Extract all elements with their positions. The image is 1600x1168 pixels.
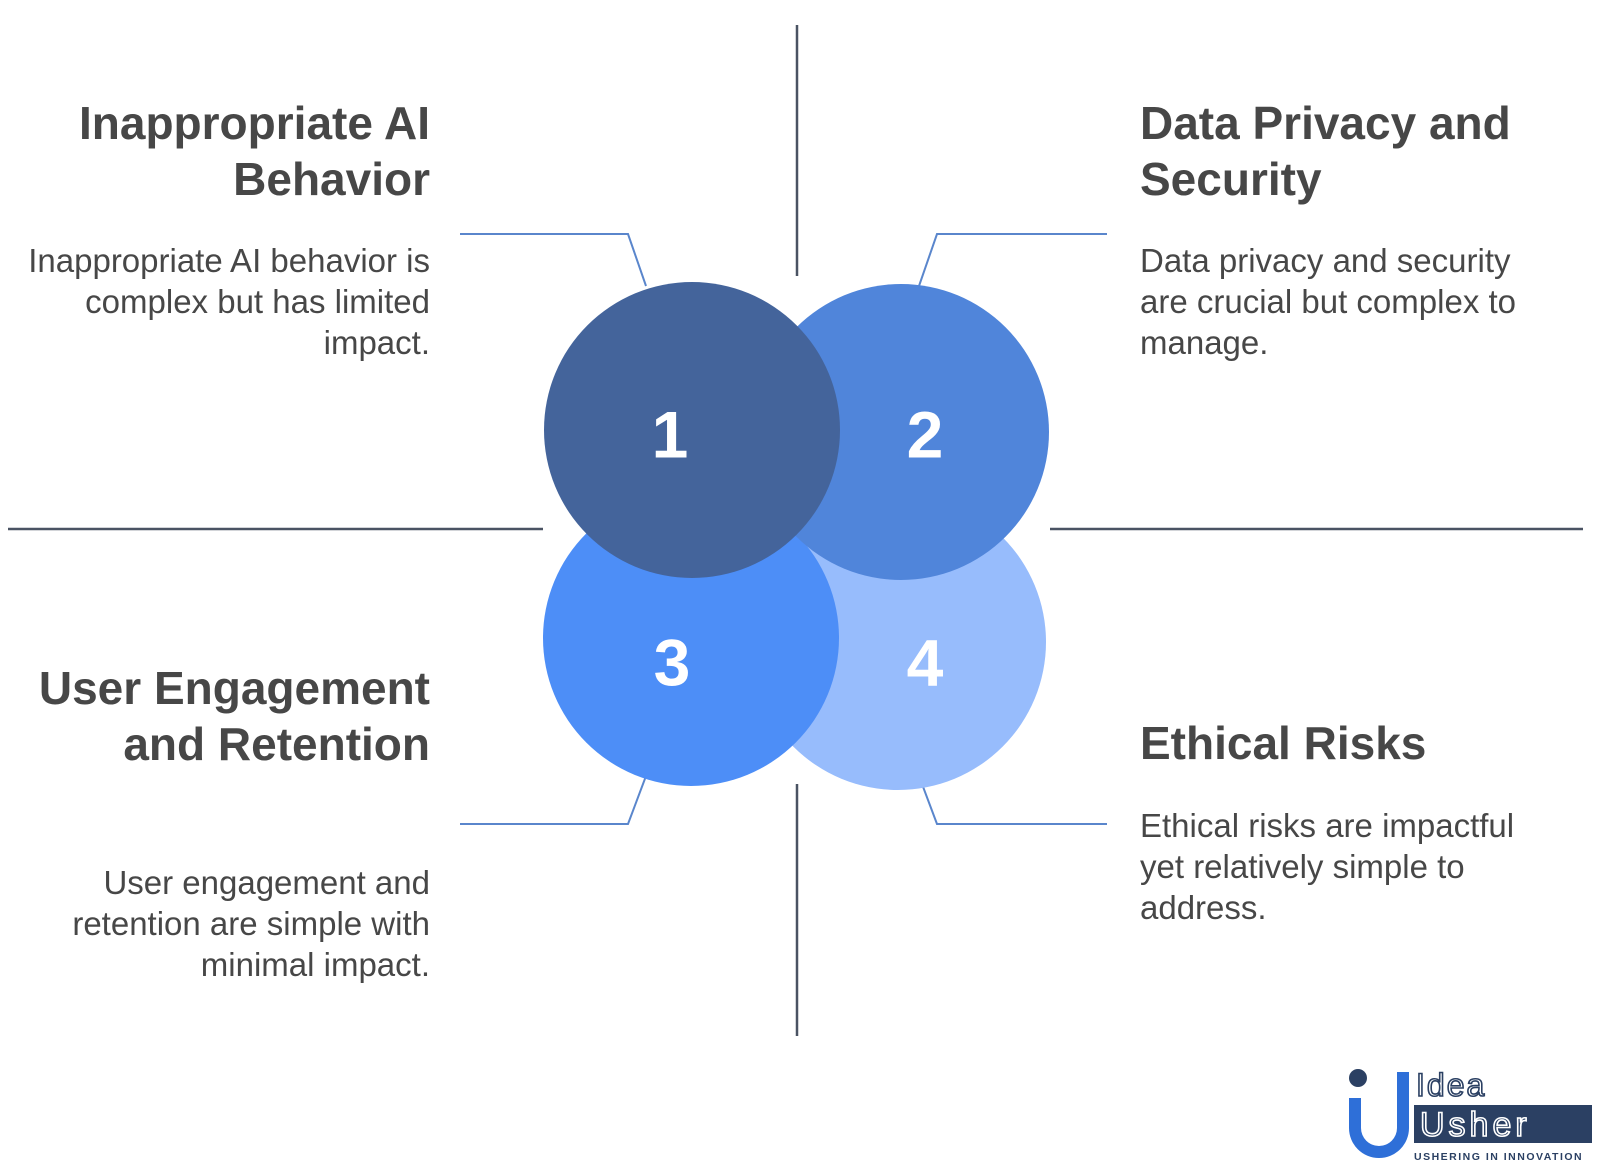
connector-4 bbox=[918, 775, 1107, 825]
circle-2 bbox=[753, 284, 1049, 580]
circle-number-3: 3 bbox=[654, 625, 691, 699]
connector-3 bbox=[460, 775, 647, 825]
circle-1 bbox=[544, 282, 840, 578]
quadrant-2-description: Data privacy and security are crucial bu… bbox=[1140, 242, 1517, 361]
connector-1 bbox=[460, 233, 647, 287]
logo-dot bbox=[1349, 1069, 1367, 1087]
connector-2 bbox=[918, 233, 1107, 287]
quadrant-2-title: Data Privacy and Security bbox=[1140, 97, 1511, 205]
quadrant-3-description: User engagement and retention are simple… bbox=[72, 864, 430, 983]
logo-u-mark bbox=[1349, 1072, 1409, 1158]
logo-word-idea: Idea bbox=[1416, 1067, 1486, 1103]
logo-tagline: USHERING IN INNOVATION bbox=[1414, 1151, 1583, 1163]
logo-usher-box bbox=[1414, 1105, 1592, 1143]
circle-number-1: 1 bbox=[652, 397, 689, 471]
quadrant-4-description: Ethical risks are impactful yet relative… bbox=[1140, 807, 1515, 926]
logo-word-usher: Usher bbox=[1420, 1106, 1531, 1144]
idea-usher-logo: Idea Usher USHERING IN INNOVATION bbox=[1349, 1066, 1592, 1163]
quadrant-1-title: Inappropriate AI Behavior bbox=[79, 97, 430, 205]
quadrant-4-title: Ethical Risks bbox=[1140, 717, 1427, 769]
circle-number-4: 4 bbox=[907, 625, 944, 699]
circle-number-2: 2 bbox=[907, 397, 944, 471]
circle-4 bbox=[750, 494, 1046, 790]
quadrant-1-description: Inappropriate AI behavior is complex but… bbox=[28, 242, 430, 361]
circle-3 bbox=[543, 490, 839, 786]
quadrant-3-title: User Engagement and Retention bbox=[38, 662, 430, 770]
